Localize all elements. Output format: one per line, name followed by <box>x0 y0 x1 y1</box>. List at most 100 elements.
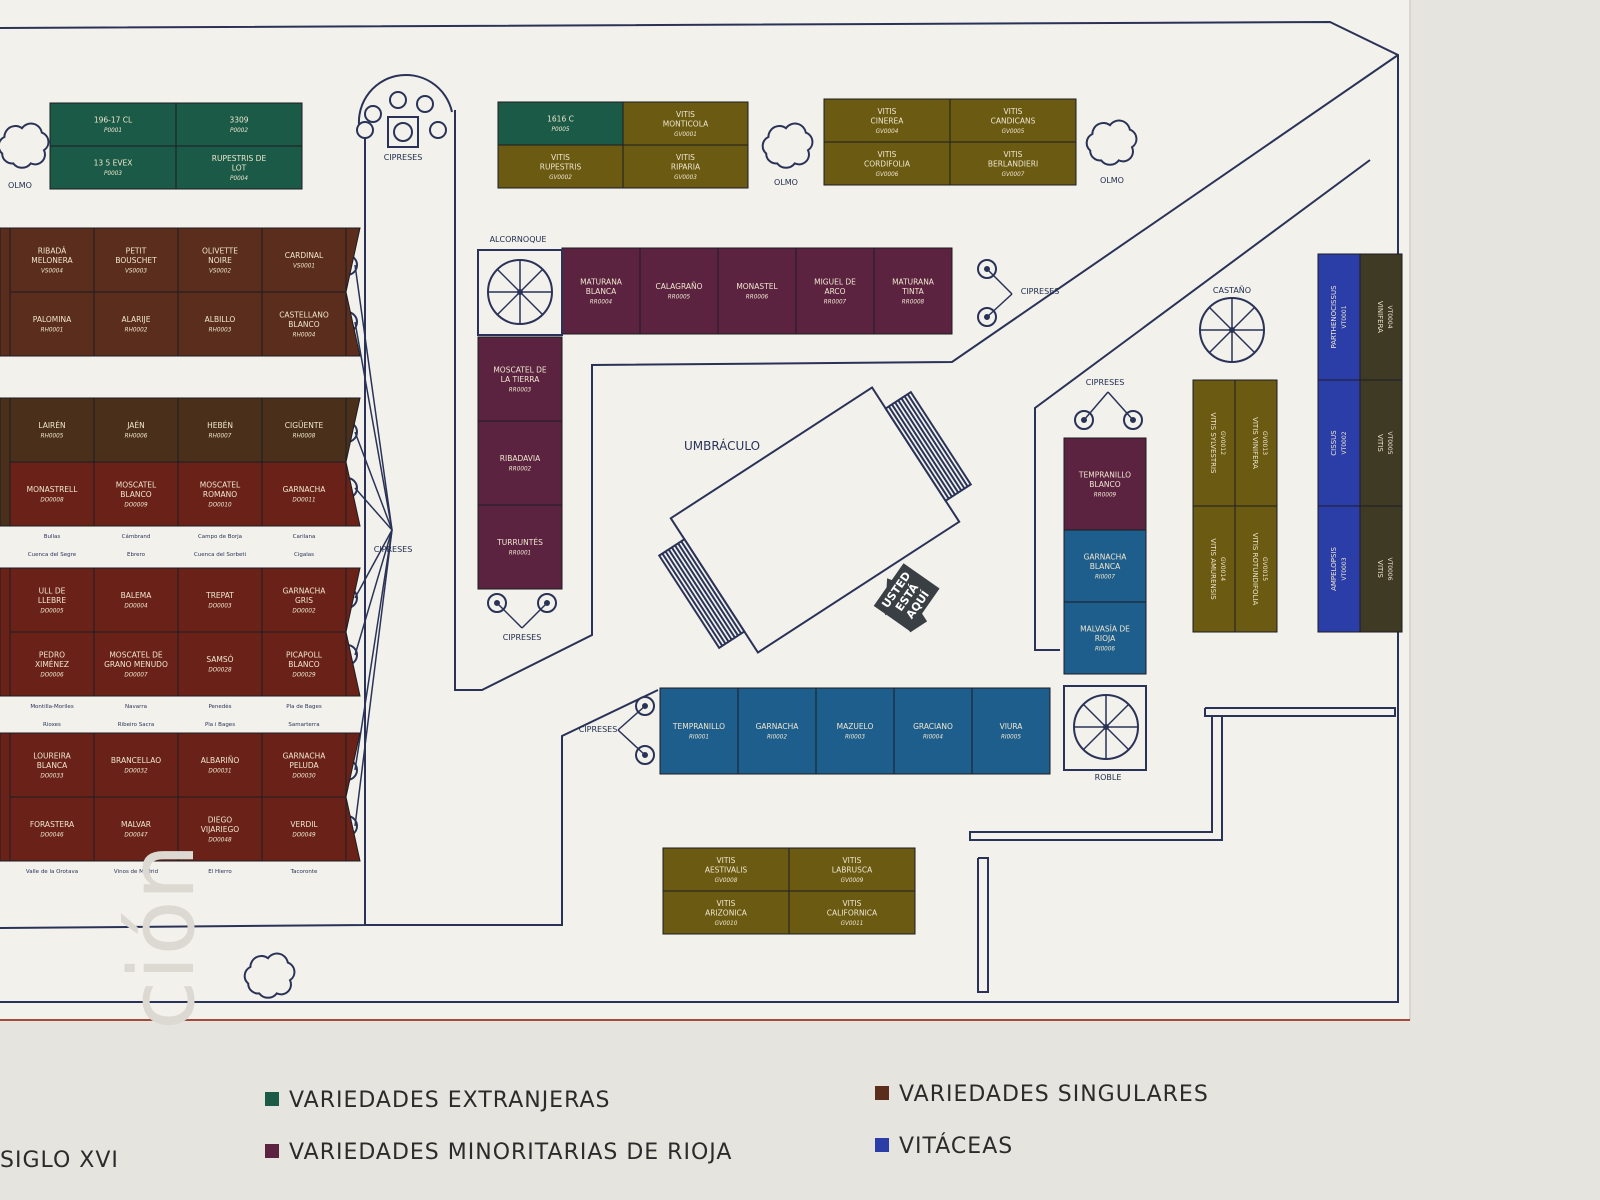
legend-singulares: VARIEDADES SINGULARES <box>875 1082 1209 1107</box>
plot-name: VITIS <box>878 150 897 159</box>
plot-name: GARNACHA <box>1084 552 1128 561</box>
plot-code: RH0007 <box>209 434 232 440</box>
plot-name: GARNACHA <box>756 722 800 731</box>
plot-note: Ribeiro Sacra <box>118 722 155 728</box>
plot-code: RR0009 <box>1094 492 1117 498</box>
plot-code: RR0001 <box>509 551 531 557</box>
plot-name: OLIVETTE <box>202 246 238 255</box>
plot-name: ALBARIÑO <box>201 756 240 765</box>
plot-code: VT0001 <box>1341 305 1348 328</box>
plot-code: DO0003 <box>208 604 232 610</box>
plot-name: XIMÉNEZ <box>35 660 69 669</box>
plot-code: RR0002 <box>509 467 532 473</box>
plot-code: DO0011 <box>292 498 315 504</box>
plot-note: Samarterra <box>288 722 319 728</box>
plot-name: MALVASÍA DE <box>1080 624 1130 633</box>
plot-code: DO0007 <box>124 672 148 678</box>
plot-code: GV0012 <box>1219 431 1226 455</box>
plot-code: DO0002 <box>292 608 316 614</box>
alcornoque-label: ALCORNOQUE <box>490 235 547 244</box>
plot-name: VITIS VINIFERA <box>1251 417 1259 469</box>
plot-name: VITIS <box>676 153 695 162</box>
plot-name: 196-17 CL <box>94 116 133 125</box>
swatch-vitaceas <box>875 1138 889 1152</box>
plot-code: RI0003 <box>845 735 865 741</box>
plot-name: VITIS ROTUNDIFOLIA <box>1251 533 1259 606</box>
plot-name: VERDIL <box>290 820 318 829</box>
plot-code: DO0009 <box>124 502 148 508</box>
plot-code: DO0028 <box>208 668 232 674</box>
plot-name: MOSCATEL DE <box>493 365 547 374</box>
plot-code: RI0007 <box>1095 574 1115 580</box>
plot-name: TEMPRANILLO <box>1078 470 1131 479</box>
plot-name: CIGÜENTE <box>285 421 324 430</box>
plot-trepat: TREPAT DO0003 <box>177 567 263 633</box>
plot-note: Tacoronte <box>290 869 318 875</box>
plot-name: ALBILLO <box>205 315 236 324</box>
plot-code: RI0004 <box>923 735 943 741</box>
plot-note: Rioxes <box>43 722 61 728</box>
plot-name: VITIS <box>717 899 736 908</box>
swatch-singulares <box>875 1086 889 1100</box>
plot-code: DO0004 <box>124 604 148 610</box>
plot-code: P0001 <box>104 128 122 134</box>
plot-name: MATURANA <box>580 277 623 286</box>
swatch-extranjeras <box>265 1092 279 1106</box>
plot-name: BOUSCHET <box>115 256 157 265</box>
plot-code: DO0049 <box>292 833 316 839</box>
olmo-label-1: OLMO <box>8 181 32 190</box>
plot-note: Carilana <box>293 534 316 540</box>
plot-code: P0002 <box>230 128 248 134</box>
plot-name: 3309 <box>229 116 248 125</box>
plot-name: AESTIVALIS <box>705 865 748 874</box>
plot-name: GARNACHA <box>283 485 327 494</box>
legend-minoritarias-text: VARIEDADES MINORITARIAS DE RIOJA <box>289 1140 733 1165</box>
plot-code: VT0002 <box>1341 431 1348 454</box>
plot-name: TEMPRANILLO <box>672 722 725 731</box>
plot-code: DO0047 <box>124 833 148 839</box>
plot-code: RH0003 <box>209 328 232 334</box>
plot-name: MONASTEL <box>736 282 778 291</box>
plot-name: BERLANDIERI <box>988 159 1038 168</box>
plot-note: Cámbrand <box>122 533 151 540</box>
plot-code: RH0008 <box>293 434 316 440</box>
plot-code: P0005 <box>552 127 570 133</box>
plot-name: CASTELLANO <box>279 310 329 319</box>
plot-code: GV0002 <box>549 175 572 181</box>
plot-note: Montilla-Moriles <box>30 704 74 710</box>
legend-singulares-text: VARIEDADES SINGULARES <box>899 1082 1209 1107</box>
plot-code: GV0014 <box>1219 557 1226 581</box>
plot-code: RR0007 <box>824 299 847 305</box>
cipreses-umb-label: CIPRESES <box>1086 378 1125 387</box>
plot-name: CINEREA <box>871 116 905 125</box>
plot-code: RI0005 <box>1001 735 1021 741</box>
plot-name: TREPAT <box>205 591 234 600</box>
plot-name: GARNACHA <box>283 751 327 760</box>
plot-code: RH0006 <box>125 434 148 440</box>
